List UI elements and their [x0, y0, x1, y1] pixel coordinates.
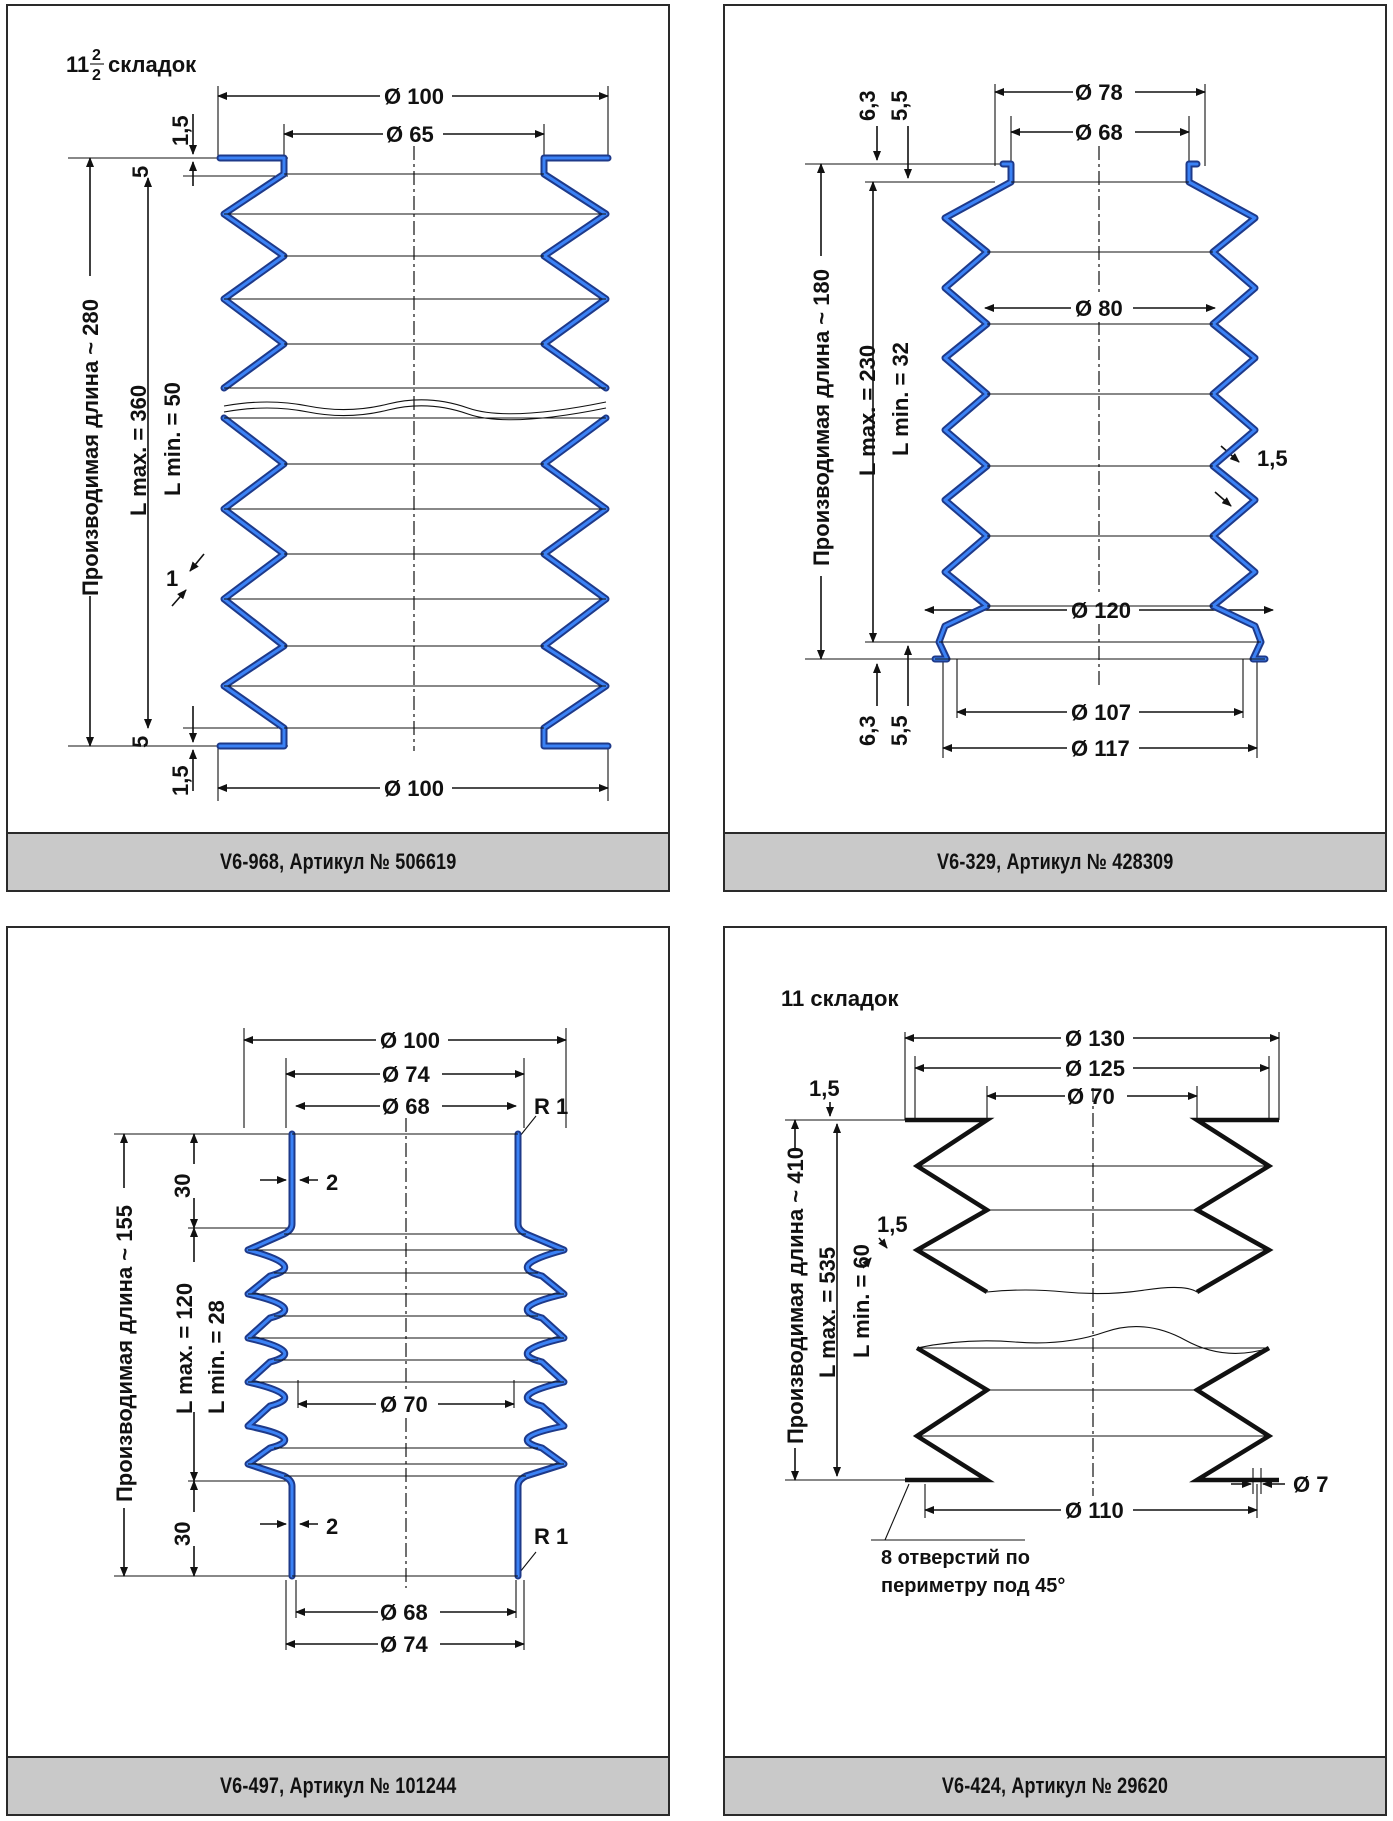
bellows-drawing-v6-497: Ø 100 Ø 74 Ø 68 R 1 Производимая длина ~… [112, 1026, 568, 1658]
holes-note-line2: периметру под 45° [881, 1575, 1065, 1597]
bellows-profile [905, 1117, 1279, 1483]
lmin-label: L min. = 50 [160, 382, 185, 496]
bottom-dim-a: 6,3 [855, 715, 880, 746]
holes-note-line1: 8 отверстий по [881, 1547, 1030, 1569]
dim-110: Ø 110 [1065, 1498, 1124, 1523]
produced-length-label: Производимая длина ~ 155 [112, 1205, 137, 1502]
lmax-label: L max. = 535 [815, 1247, 840, 1378]
dim-70: Ø 70 [380, 1392, 428, 1417]
bellows-profile [931, 160, 1269, 663]
dim-130: Ø 130 [1065, 1026, 1125, 1051]
bellows-profile [244, 1130, 568, 1580]
produced-length-label: Производимая длина ~ 180 [809, 269, 834, 566]
flange-thickness-bottom: 1,5 [168, 765, 193, 796]
bellows-drawing-v6-968: 11 2 2 складок Ø 100 Ø 65 Производимая д… [66, 47, 612, 802]
lmin-label: L min. = 32 [888, 342, 913, 456]
lmin-label: L min. = 60 [849, 1244, 874, 1358]
dim-bottom-diameter: Ø 100 [384, 776, 444, 801]
dim-bottom-inner-diameter: Ø 107 [1071, 700, 1131, 725]
dim-68-top: Ø 68 [382, 1094, 430, 1119]
dim-bottom-outer-diameter: Ø 117 [1071, 736, 1130, 761]
radius-top: R 1 [534, 1094, 568, 1119]
produced-length-label: Производимая длина ~ 280 [78, 299, 103, 596]
bottom-dim-b: 5,5 [887, 715, 912, 746]
folds-count-label: 11 [66, 52, 89, 77]
drawing-panel-v6-968: 11 2 2 складок Ø 100 Ø 65 Производимая д… [6, 4, 670, 892]
hole-diameter: Ø 7 [1293, 1472, 1328, 1497]
panel-caption: V6-497, Артикул № 101244 [8, 1756, 668, 1814]
lmax-label: L max. = 120 [172, 1283, 197, 1414]
folds-fraction-num: 2 [92, 47, 101, 64]
folds-count-label: 11 складок [781, 986, 899, 1011]
dim-125: Ø 125 [1065, 1056, 1125, 1081]
dim-top-outer-diameter: Ø 100 [384, 84, 444, 109]
dim-74-top: Ø 74 [382, 1062, 430, 1087]
drawing-panel-v6-497: Ø 100 Ø 74 Ø 68 R 1 Производимая длина ~… [6, 926, 670, 1816]
flange-thickness: 1,5 [809, 1076, 840, 1101]
top-dim-b: 5,5 [887, 90, 912, 121]
bellows-profile [216, 154, 612, 750]
wall-thickness: 1,5 [877, 1212, 908, 1237]
bellows-drawing-v6-424: 11 складок Ø 130 Ø 125 Ø 70 1,5 Производ… [781, 986, 1328, 1597]
land-height-top: 5 [128, 166, 153, 178]
dim-top-outer-diameter: Ø 78 [1075, 80, 1123, 105]
wall-top: 2 [326, 1170, 338, 1195]
bellows-drawing-v6-329: Ø 78 Ø 68 Производимая длина ~ 180 L max… [805, 78, 1288, 762]
drawing-panel-v6-424: 11 складок Ø 130 Ø 125 Ø 70 1,5 Производ… [723, 926, 1387, 1816]
drawing-panel-v6-329: Ø 78 Ø 68 Производимая длина ~ 180 L max… [723, 4, 1387, 892]
lmin-label: L min. = 28 [204, 1300, 229, 1414]
flange-thickness-top: 1,5 [168, 115, 193, 146]
folds-fraction-den: 2 [92, 67, 101, 84]
wall-thickness: 1 [166, 566, 178, 591]
cuff-bottom: 30 [170, 1522, 195, 1546]
panel-caption: V6-329, Артикул № 428309 [725, 832, 1385, 890]
dim-bottom-fold-diameter: Ø 120 [1071, 598, 1131, 623]
wall-thickness: 1,5 [1257, 446, 1288, 471]
dim-68-bottom: Ø 68 [380, 1600, 428, 1625]
panel-caption: V6-968, Артикул № 506619 [8, 832, 668, 890]
produced-length-label: Производимая длина ~ 410 [783, 1147, 808, 1444]
wall-bottom: 2 [326, 1514, 338, 1539]
lmax-label: L max. = 230 [855, 345, 880, 476]
folds-word: складок [108, 52, 197, 77]
cuff-top: 30 [170, 1174, 195, 1198]
panel-caption: V6-424, Артикул № 29620 [725, 1756, 1385, 1814]
dim-74-bottom: Ø 74 [380, 1632, 428, 1657]
dim-mid-diameter: Ø 80 [1075, 296, 1123, 321]
dim-top-inner-diameter: Ø 68 [1075, 120, 1123, 145]
dim-top-inner-diameter: Ø 65 [386, 122, 434, 147]
land-height-bottom: 5 [128, 736, 153, 748]
dim-70: Ø 70 [1067, 1084, 1115, 1109]
dim-outer-diameter: Ø 100 [380, 1028, 440, 1053]
lmax-label: L max. = 360 [126, 385, 151, 516]
top-dim-a: 6,3 [855, 90, 880, 121]
radius-bottom: R 1 [534, 1524, 568, 1549]
